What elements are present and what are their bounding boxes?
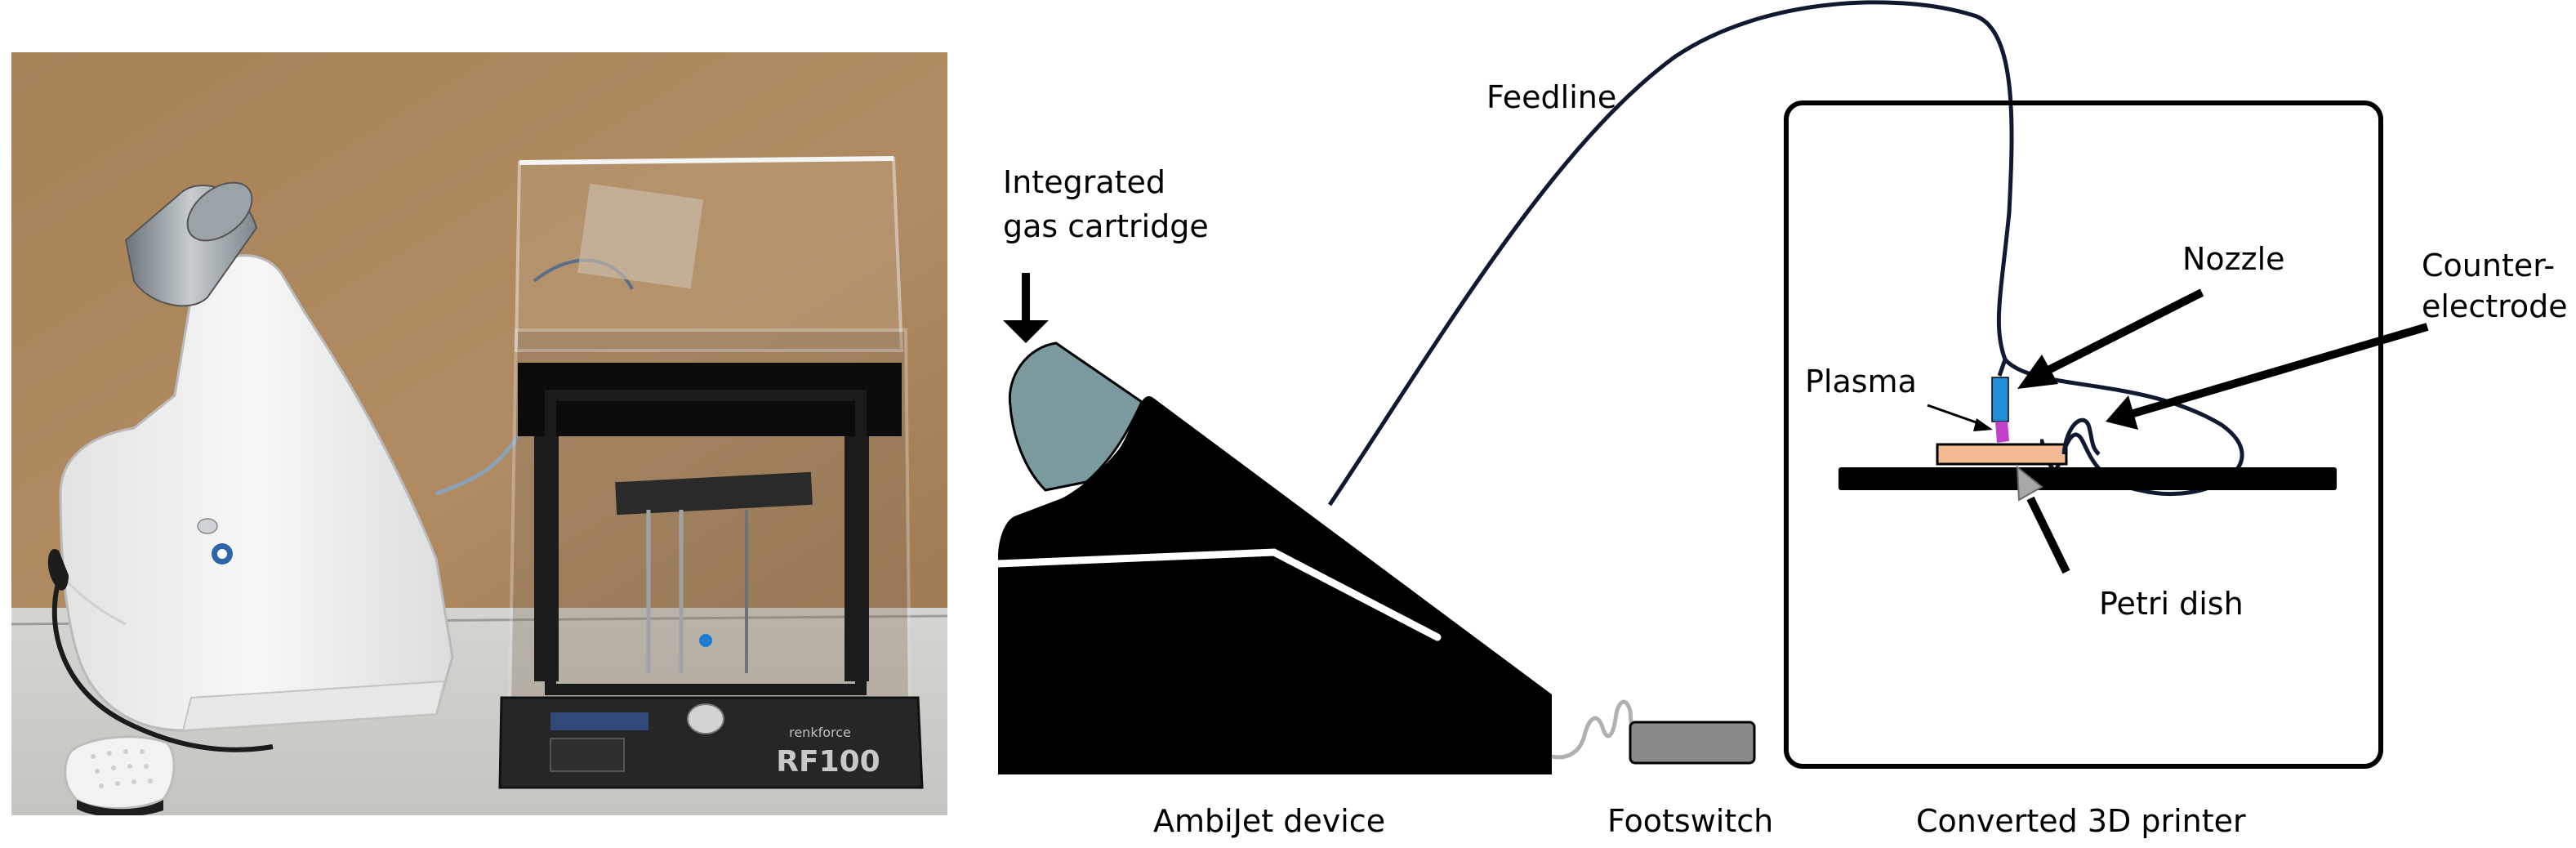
- nozzle-drawing: [1991, 377, 2009, 422]
- counter-electrode-drawing: [2061, 417, 2101, 456]
- photo-footswitch: [64, 735, 176, 815]
- footswitch-cord: [1551, 699, 1634, 760]
- counter-electrode-label-line2: electrode: [2422, 288, 2568, 324]
- plasma-label: Plasma: [1805, 364, 1917, 399]
- petri-dish-label: Petri dish: [2099, 586, 2244, 622]
- footswitch-drawing: [1629, 721, 1756, 765]
- photo-ambijet-device: [47, 181, 454, 732]
- photo-printer-brand: renkforce: [789, 725, 851, 740]
- photo-cable: [51, 574, 274, 752]
- plasma-arrow: [1927, 404, 1984, 426]
- petri-dish-arrow: [2026, 496, 2070, 574]
- ambijet-device-label: AmbiJet device: [1153, 803, 1385, 839]
- gas-cartridge-label-line2: gas cartridge: [1003, 208, 1209, 244]
- gas-cartridge-drawing: [1008, 341, 1143, 492]
- printer-frame: [1784, 100, 2383, 769]
- footswitch-label: Footswitch: [1607, 803, 1773, 839]
- feedline-cable: [1327, 0, 2244, 507]
- photo-printer-model: RF100: [776, 745, 880, 779]
- gas-cartridge-label-line1: Integrated: [1003, 164, 1165, 200]
- feedline-label: Feedline: [1486, 79, 1616, 115]
- petri-dish-drawing: [1936, 443, 2068, 466]
- counter-electrode-arrow: [2132, 323, 2429, 417]
- nozzle-label: Nozzle: [2182, 241, 2285, 277]
- photo-3d-printer: renkforce RF100: [498, 156, 924, 789]
- build-plate: [1838, 467, 2337, 490]
- petri-dish-arrowhead: [2016, 465, 2043, 502]
- converted-printer-label: Converted 3D printer: [1916, 803, 2246, 839]
- counter-electrode-label-line1: Counter-: [2422, 248, 2555, 283]
- photo-panel: renkforce RF100: [11, 52, 947, 815]
- nozzle-arrow: [2044, 288, 2204, 375]
- plasma-drawing: [1995, 422, 2009, 443]
- ambijet-device-drawing: [994, 341, 1552, 774]
